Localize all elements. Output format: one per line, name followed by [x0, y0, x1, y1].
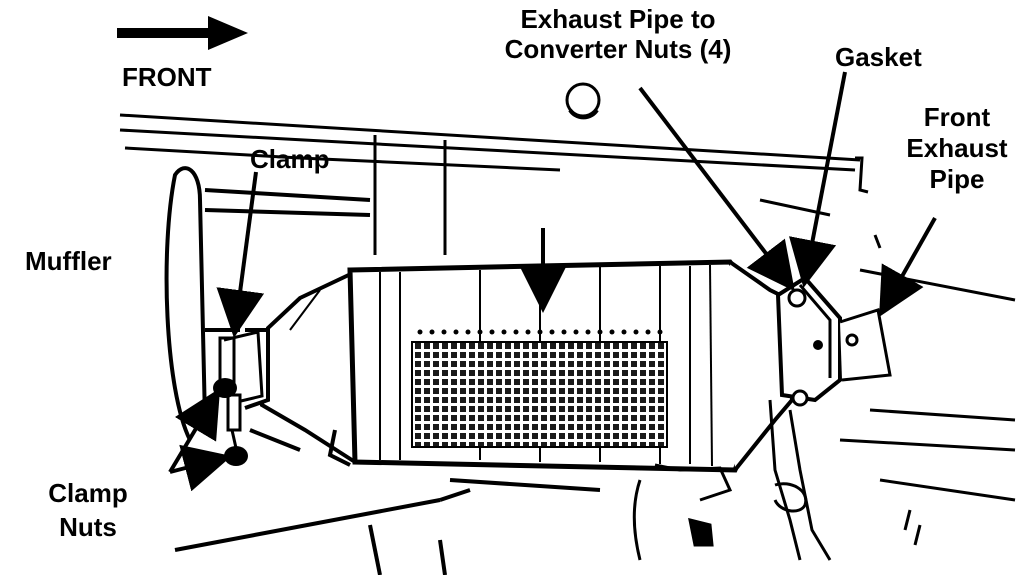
clamp-nuts-line1: Clamp: [48, 478, 128, 508]
clamp-nuts-label: Clamp Nuts: [28, 476, 148, 544]
gasket-arrow: [788, 71, 847, 288]
front-exhaust-pipe-line1: Front: [923, 102, 991, 132]
clamp-label: Clamp: [250, 144, 330, 174]
clamp-nut-arrow-lower: [169, 444, 232, 492]
clamp-nut-arrow-upper: [168, 388, 221, 474]
exhaust-nuts-arrow: [638, 86, 795, 292]
front-exhaust-pipe-label: Front Exhaust Pipe: [893, 102, 1021, 195]
clamp-nut-upper: [213, 378, 237, 398]
exhaust-pipe-nuts-line2: Converter Nuts (4): [504, 34, 732, 64]
gasket-flange: [775, 275, 892, 407]
hanger-bracket: [632, 399, 832, 561]
vehicle-underbody: [119, 113, 1016, 546]
muffler-label: Muffler: [25, 246, 112, 276]
gasket-label: Gasket: [835, 42, 922, 72]
clamp-nut-lower: [224, 429, 248, 466]
catalytic-converter: [244, 259, 795, 473]
clamp-nuts-line2: Nuts: [59, 512, 117, 542]
exhaust-pipe-nuts-label: Exhaust Pipe to Converter Nuts (4): [458, 4, 778, 64]
front-exhaust-pipe-line3: Pipe: [929, 164, 985, 194]
front-exhaust-pipe-line2: Exhaust: [906, 133, 1008, 163]
floor-access-hole: [565, 82, 601, 120]
clamp: [218, 330, 264, 432]
callout-arrows: [168, 71, 937, 492]
front-direction-arrow: [117, 16, 248, 50]
exhaust-pipe-nuts-line1: Exhaust Pipe to: [520, 4, 716, 34]
front-label: FRONT: [122, 62, 212, 92]
lower-pipe: [174, 428, 601, 575]
clamp-arrow: [216, 171, 265, 338]
front-exhaust-pipe-arrow: [879, 217, 937, 317]
